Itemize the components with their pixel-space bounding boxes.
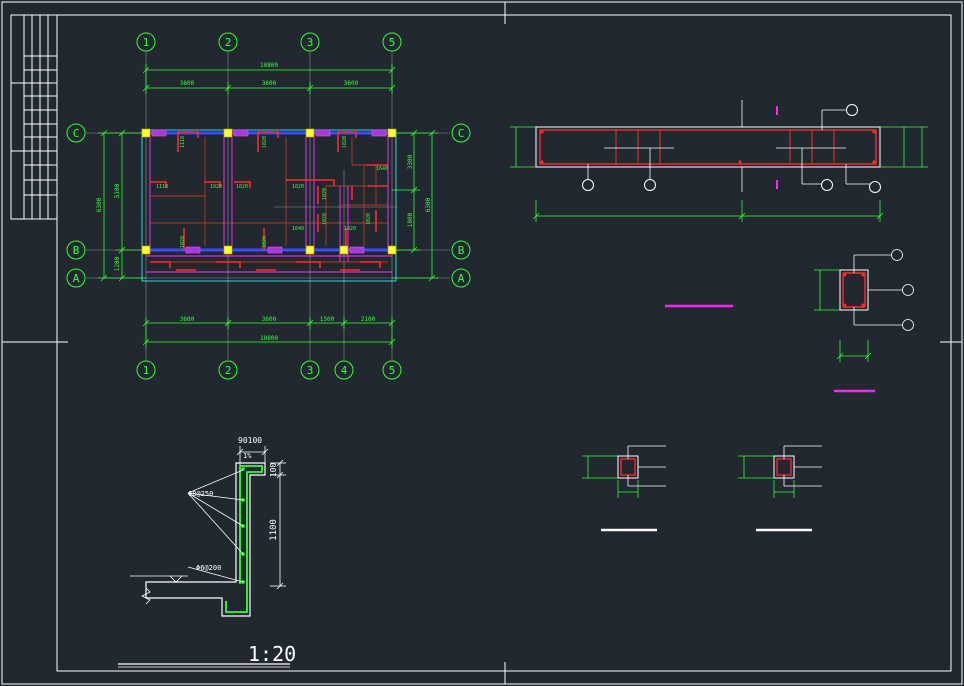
axis-label-left-c: C — [73, 127, 80, 140]
left-span-dim-1: 5100 — [114, 183, 121, 198]
beam-callout-bubbles — [582, 104, 881, 193]
top-total-dim: 10800 — [260, 62, 278, 69]
room-label: 1118 — [180, 136, 186, 148]
axis-bubbles — [66, 32, 471, 380]
axis-label-right-b: B — [458, 244, 465, 257]
axis-label-top-3: 3 — [307, 36, 314, 49]
parapet-detail: 90100 1% 100 1100 Φ8@250 Φ6@200 1:20 — [118, 436, 296, 668]
right-span-dim-1: 3300 — [407, 154, 414, 169]
columns — [141, 128, 397, 255]
beam-outline — [535, 126, 881, 168]
axis-label-bottom-3: 3 — [307, 364, 314, 377]
axis-label-right-c: C — [458, 127, 465, 140]
rebar-label-horizontal: Φ6@200 — [196, 564, 221, 572]
beam-leaders — [587, 100, 870, 192]
column-section-1 — [582, 445, 666, 532]
left-span-dim-2: 1200 — [114, 256, 121, 271]
beam-dimensions — [510, 126, 928, 222]
rebar-label-vertical: Φ8@250 — [188, 490, 213, 498]
scale-label: 1:20 — [248, 642, 296, 666]
bottom-span-dim-2: 3600 — [262, 316, 277, 323]
axis-label-top-5: 5 — [389, 36, 396, 49]
axis-label-bottom-2: 2 — [225, 364, 232, 377]
right-span-dim-2: 1800 — [407, 212, 414, 227]
top-span-dim-3: 3600 — [344, 80, 359, 87]
axis-bubble-labels: 1 2 3 5 1 2 3 4 5 C B A C B A — [73, 36, 465, 377]
room-label: 1020 — [236, 184, 248, 190]
axis-label-bottom-1: 1 — [143, 364, 150, 377]
room-label: 1020 — [292, 184, 304, 190]
room-label: 1020 — [262, 236, 268, 248]
bottom-span-dim-1: 3600 — [180, 316, 195, 323]
room-label: 1640 — [292, 226, 304, 232]
axis-label-bottom-5: 5 — [389, 364, 396, 377]
beam-section — [814, 249, 914, 393]
right-total-dim: 6300 — [425, 197, 432, 212]
axis-label-bottom-4: 4 — [341, 364, 348, 377]
room-label: 1020 — [344, 226, 356, 232]
top-span-dim-1: 3600 — [180, 80, 195, 87]
wall-markers — [150, 131, 388, 271]
foundation-beams — [146, 131, 392, 252]
room-label: 1640 — [376, 166, 388, 172]
left-total-dim: 6300 — [96, 197, 103, 212]
parapet-slope-label: 1% — [243, 452, 252, 460]
beam-stirrups — [615, 130, 835, 164]
left-dimensions — [98, 129, 146, 282]
room-labels: 1118 1118 1020 1020 1020 1020 1020 1640 … — [156, 136, 388, 248]
parapet-top-height: 100 — [269, 463, 278, 478]
parapet-rebar — [225, 465, 263, 613]
beam-bar-dots — [540, 130, 876, 164]
axis-label-top-1: 1 — [143, 36, 150, 49]
parapet-leaders — [130, 469, 244, 605]
beam-pads — [151, 129, 387, 254]
parapet-top-dim: 90100 — [238, 436, 262, 445]
bottom-total-dim: 10800 — [260, 335, 278, 342]
room-label: 1020 — [342, 136, 348, 148]
axis-label-left-a: A — [73, 272, 80, 285]
room-label: 1020 — [366, 213, 372, 225]
bottom-span-dim-3: 1500 — [320, 316, 335, 323]
room-label: 1020 — [210, 184, 222, 190]
axis-label-right-a: A — [458, 272, 465, 285]
parapet-height: 1100 — [269, 519, 279, 541]
wall-lines — [146, 137, 392, 273]
top-dimensions — [142, 64, 396, 94]
axis-lines — [86, 52, 450, 360]
bottom-span-dim-4: 2100 — [361, 316, 376, 323]
right-dimensions — [392, 129, 438, 282]
room-label: 1020 — [262, 136, 268, 148]
room-label: 1020 — [322, 213, 328, 225]
slab-outline — [141, 129, 397, 282]
room-label: 1020 — [180, 236, 186, 248]
bottom-dimensions — [142, 317, 396, 348]
axis-label-left-b: B — [73, 244, 80, 257]
top-span-dim-2: 3600 — [262, 80, 277, 87]
title-strip — [10, 14, 58, 220]
column-section-2 — [738, 445, 822, 532]
beam-elevation — [510, 100, 928, 308]
beam-rebar — [539, 129, 877, 165]
room-label: 1020 — [322, 188, 328, 200]
parapet-dimensions — [236, 446, 286, 590]
room-label: 1118 — [156, 184, 168, 190]
axis-label-top-2: 2 — [225, 36, 232, 49]
foundation-plan: 10800 3600 3600 3600 3600 3600 1500 2100… — [66, 32, 471, 380]
